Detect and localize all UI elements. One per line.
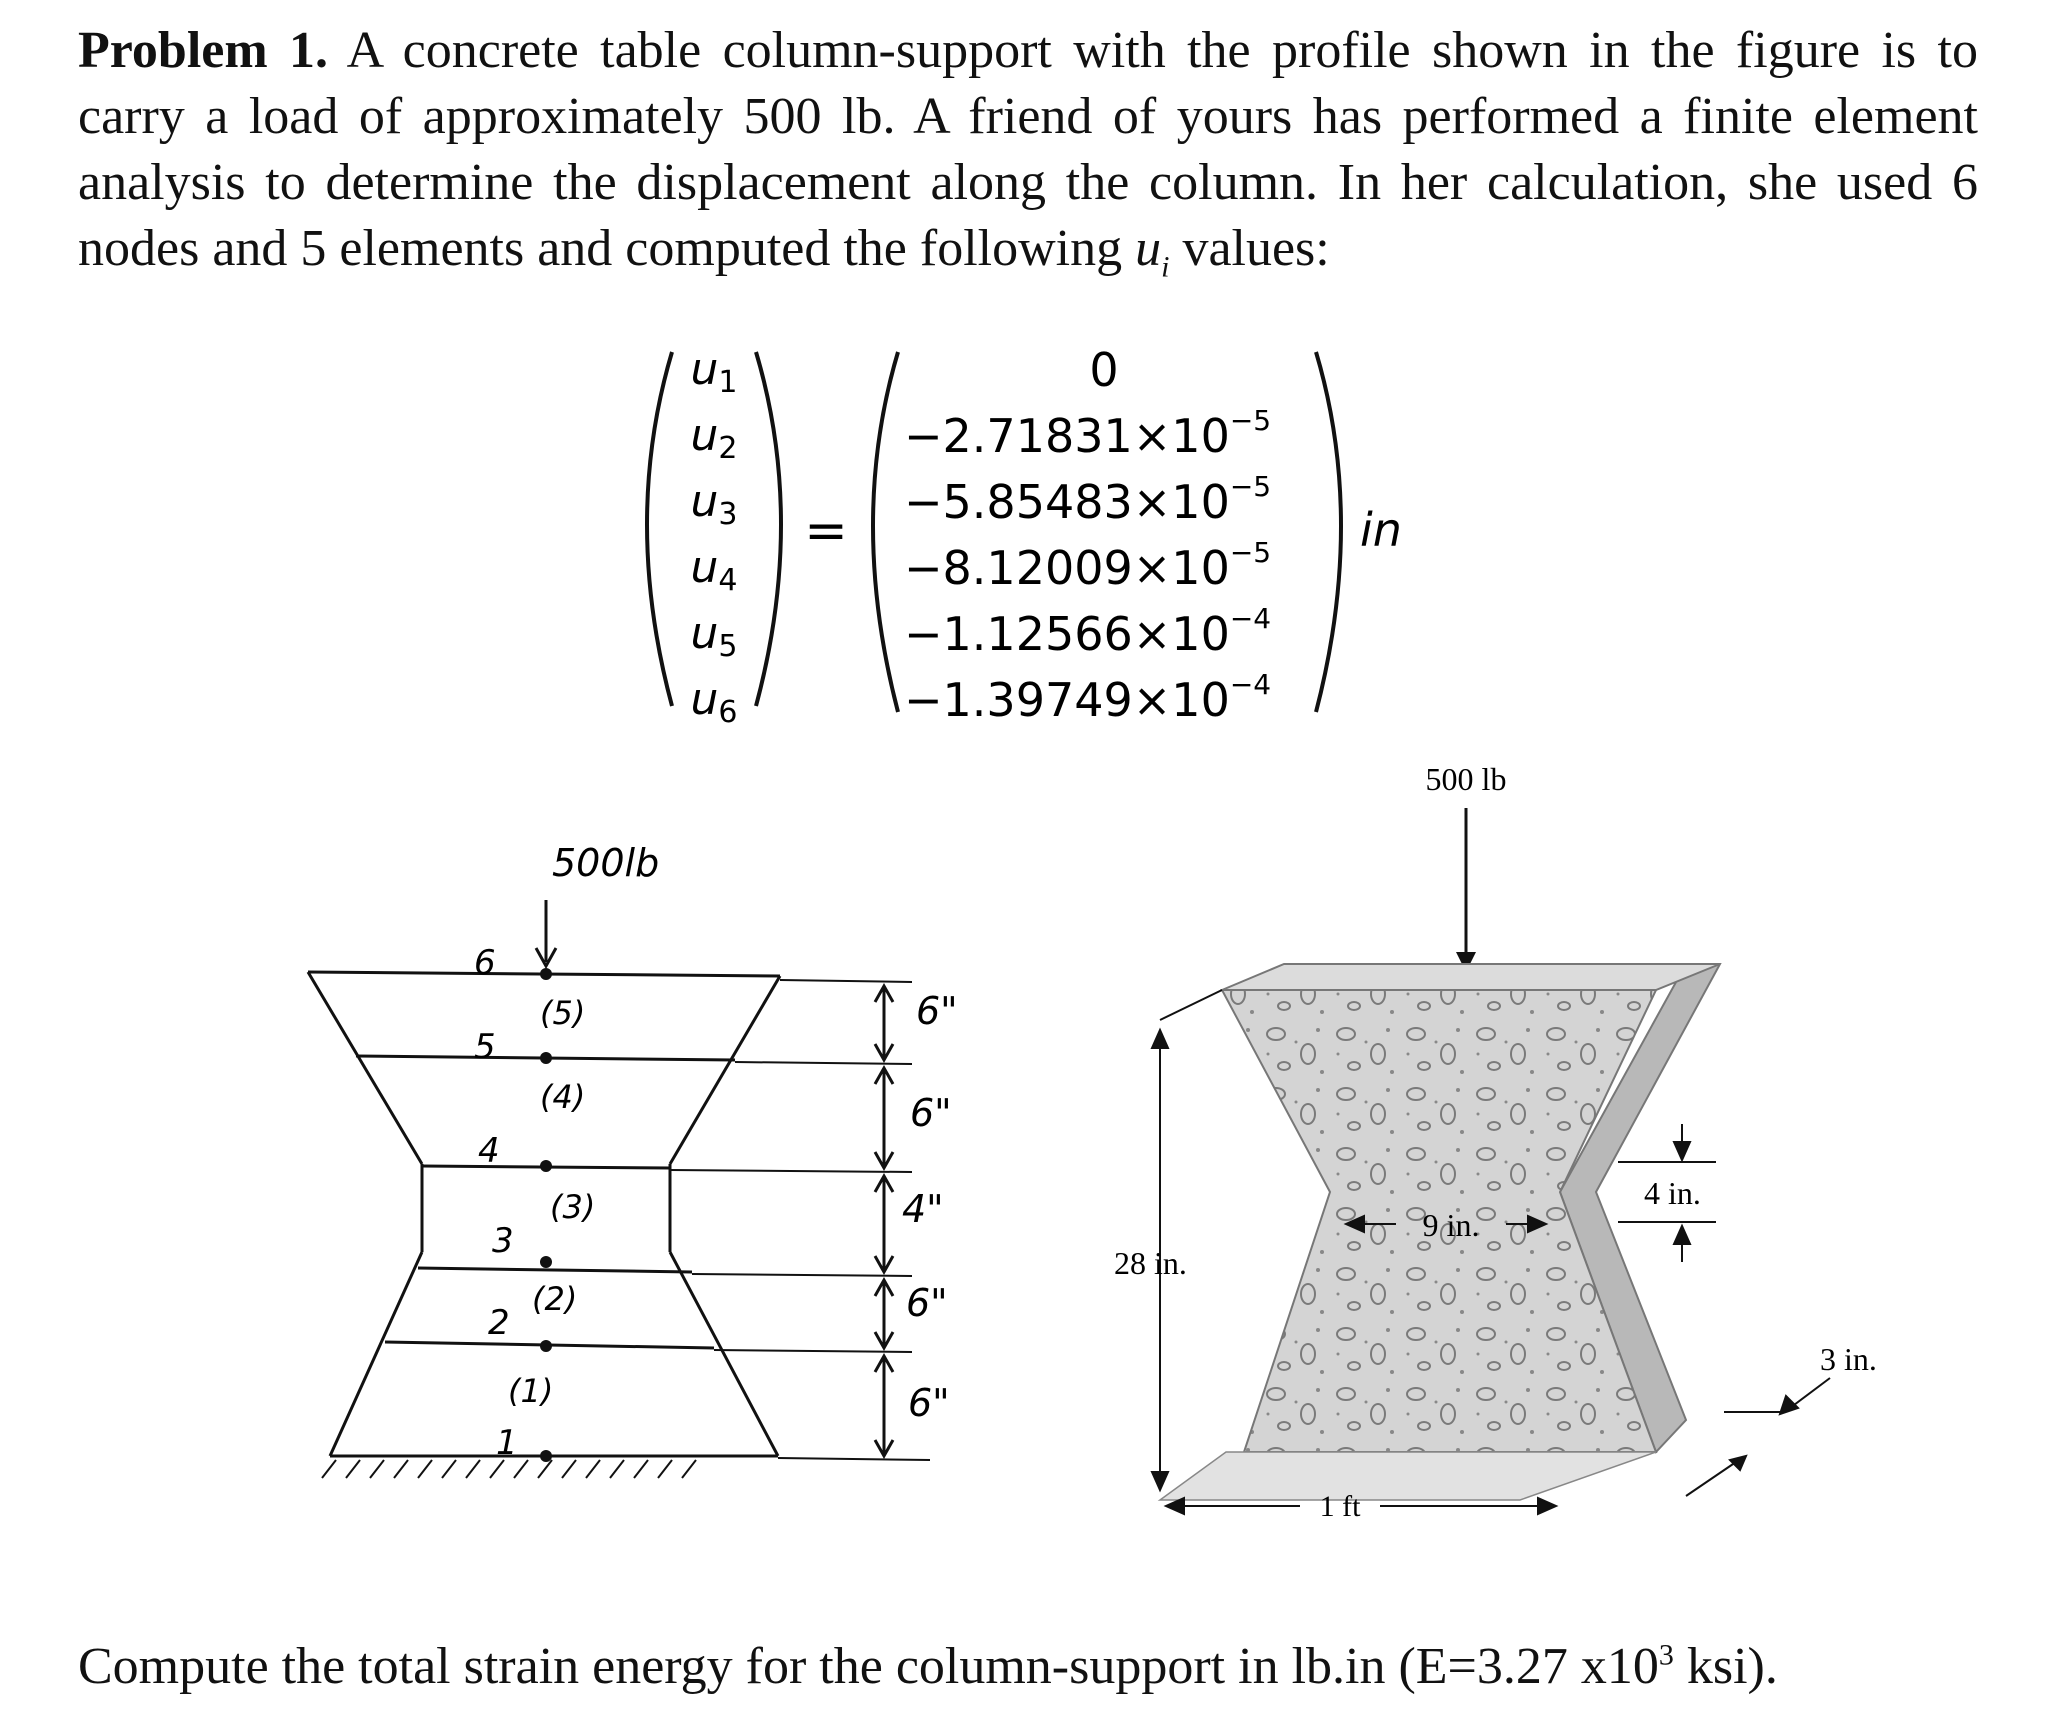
- vector-value-2: −2.71831×10−5: [904, 404, 1271, 463]
- vector-label-u1: u1: [691, 344, 738, 400]
- height-dimension: [1150, 989, 1223, 1493]
- node-label-3: 3: [492, 1221, 514, 1261]
- right-paren: [754, 351, 783, 707]
- left-paren: [645, 351, 674, 707]
- node-label-6: 6: [474, 943, 496, 983]
- sketch-outline: [306, 970, 782, 1458]
- ground-hatch: [321, 1459, 697, 1479]
- element-label-1: (1): [508, 1372, 553, 1410]
- problem-statement: Problem 1. A concrete table column-suppo…: [78, 18, 1978, 300]
- vector-value-6: −1.39749×10−4: [904, 668, 1271, 727]
- neck-height-dimension: [1618, 1124, 1716, 1262]
- displacement-equation: u1 u2 u3 u4 u5 u6 = 0 −2.71831×10−5 −5.85483×10…: [645, 343, 1402, 730]
- sketch-nodes: [540, 968, 552, 1462]
- element-label-3: (3): [550, 1188, 595, 1226]
- depth-label: 3 in.: [1820, 1341, 1877, 1377]
- sketch-element-labels: (1) (2) (3) (4) (5): [508, 994, 595, 1410]
- problem-text: A concrete table column-support with the…: [78, 22, 1979, 277]
- sketch-extension-lines: [669, 979, 931, 1461]
- dimension-label-4: 6": [906, 1281, 948, 1325]
- element-label-5: (5): [540, 994, 585, 1032]
- equals-sign: =: [804, 501, 848, 561]
- concrete-3d-figure: 500 lb 28 in. 9 in. 4 in.: [1114, 761, 1877, 1523]
- node-label-1: 1: [496, 1423, 518, 1463]
- dimension-label-5: 6": [908, 1381, 950, 1425]
- figure-load-arrow: [1456, 952, 1476, 972]
- vector-value-4: −8.12009×10−5: [904, 536, 1271, 595]
- vector-values: 0 −2.71831×10−5 −5.85483×10−5 −8.12009×10−5…: [904, 343, 1271, 727]
- neck-width-label: 9 in.: [1423, 1207, 1480, 1243]
- variable-u-i: ui: [1135, 220, 1170, 284]
- neck-height-label: 4 in.: [1644, 1175, 1701, 1211]
- vector-value-3: −5.85483×10−5: [904, 470, 1271, 529]
- dimension-label-1: 6": [916, 989, 958, 1033]
- vector-label-u4: u4: [691, 542, 738, 598]
- figure-top-face: [1221, 963, 1721, 991]
- problem-text-end: values:: [1182, 220, 1330, 277]
- vector-labels: u1 u2 u3 u4 u5 u6: [691, 344, 738, 730]
- vector-value-1: 0: [1089, 343, 1118, 397]
- base-width-dimension: [1163, 1496, 1559, 1516]
- vector-label-u2: u2: [691, 410, 738, 466]
- vector-label-u3: u3: [691, 476, 738, 532]
- dimension-label-3: 4": [902, 1187, 944, 1231]
- node-label-4: 4: [478, 1131, 500, 1171]
- sketch-load-label: 500lb: [552, 841, 659, 885]
- node-label-2: 2: [488, 1303, 510, 1343]
- element-label-2: (2): [532, 1280, 577, 1318]
- element-label-4: (4): [540, 1078, 585, 1116]
- question-text: Compute the total strain energy for the …: [78, 1638, 1778, 1695]
- vector-label-u5: u5: [691, 608, 738, 664]
- neck-width-dimension: [1343, 1214, 1549, 1234]
- problem-label: Problem 1.: [78, 22, 329, 79]
- dimension-label-2: 6": [910, 1091, 952, 1135]
- unit-label: in: [1360, 503, 1402, 557]
- node-label-5: 5: [474, 1027, 496, 1067]
- values-left-paren: [871, 351, 900, 713]
- height-label: 28 in.: [1114, 1245, 1187, 1281]
- sketch-dimension-labels: 6" 6" 4" 6" 6": [902, 989, 958, 1425]
- sketch-figure: 500lb 1 2 3 4 5 6 (1) (2) (3) (4) (5): [306, 841, 958, 1479]
- vector-label-u6: u6: [691, 674, 738, 730]
- base-width-label: 1 ft: [1320, 1490, 1361, 1523]
- depth-dimension: [1685, 1377, 1831, 1497]
- vector-value-5: −1.12566×10−4: [904, 602, 1271, 661]
- figure-load-label: 500 lb: [1426, 761, 1507, 797]
- figure-base-plane: [1157, 1451, 1657, 1501]
- values-right-paren: [1314, 351, 1343, 713]
- sketch-dimension-arrows: [873, 982, 895, 1460]
- sketch-node-labels: 1 2 3 4 5 6: [474, 943, 518, 1463]
- sketch-load-arrow: [534, 947, 558, 970]
